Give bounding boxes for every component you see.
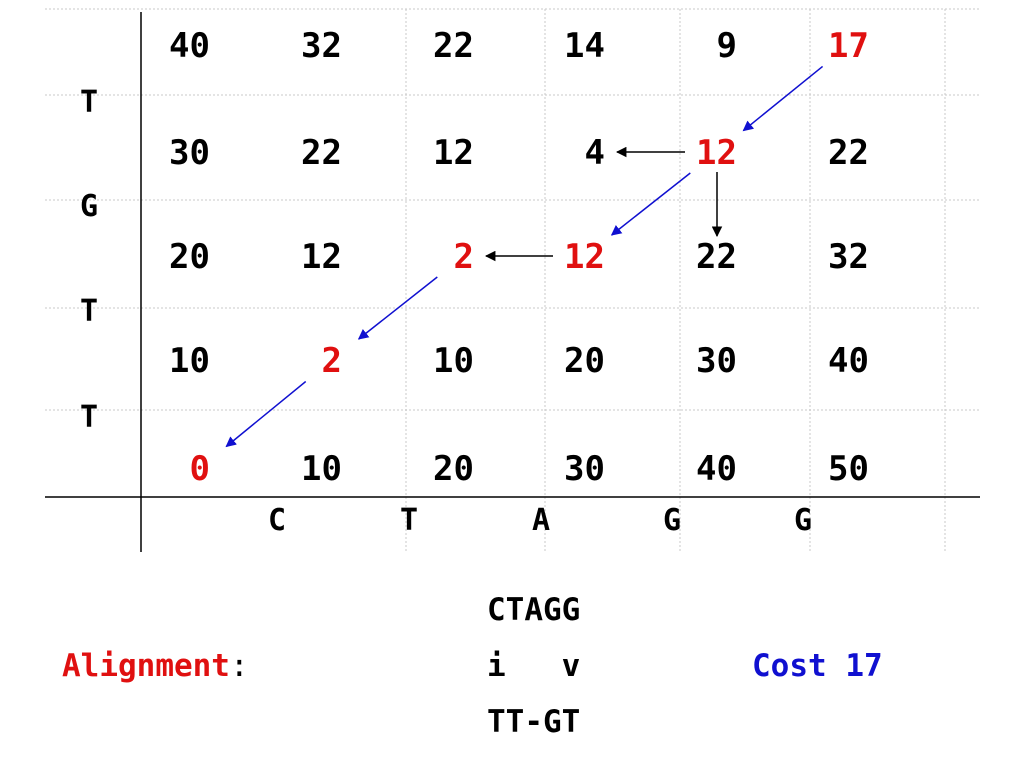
alignment-top-sequence: CTAGG <box>487 592 581 628</box>
matrix-cell-r4-c5: 50 <box>828 449 869 489</box>
col-label-0: C <box>268 503 287 538</box>
matrix-cell-r2-c4: 22 <box>696 237 737 277</box>
matrix-cell-r1-c2: 12 <box>433 133 474 173</box>
matrix-cell-r0-c3: 14 <box>564 26 605 66</box>
row-label-0: T <box>80 85 99 120</box>
alignment-label: Alignment: <box>62 651 249 682</box>
alignment-bottom-sequence: TT-GT <box>487 704 581 740</box>
matrix-cell-r3-c2: 10 <box>433 341 474 381</box>
matrix-cell-r1-c0: 30 <box>169 133 210 173</box>
col-label-1: T <box>400 503 419 538</box>
row-label-2: T <box>80 294 99 329</box>
matrix-cell-r3-c4: 30 <box>696 341 737 381</box>
row-label-1: G <box>80 189 99 224</box>
col-label-3: G <box>663 503 682 538</box>
matrix-cell-r1-c5: 22 <box>828 133 869 173</box>
traceback-arrow-3 <box>610 172 691 236</box>
matrix-cell-r3-c3: 20 <box>564 341 605 381</box>
matrix-cell-r2-c1: 12 <box>301 237 342 277</box>
alignment-cost: Cost 17 <box>752 648 883 684</box>
traceback-arrow-0 <box>742 65 824 132</box>
matrix-cell-r1-c1: 22 <box>301 133 342 173</box>
traceback-arrow-5 <box>357 276 438 340</box>
alignment-block: CTAGG i v TT-GT Alignment: Cost 17 <box>0 595 1024 755</box>
matrix-cell-r2-c5: 32 <box>828 237 869 277</box>
matrix-cell-r1-c3: 4 <box>584 133 605 173</box>
matrix-cell-r4-c0: 0 <box>189 449 210 489</box>
matrix-cell-r2-c3: 12 <box>564 237 605 277</box>
alignment-label-word: Alignment <box>62 648 230 684</box>
row-label-3: T <box>80 400 99 435</box>
matrix-cell-r3-c1: 2 <box>321 341 342 381</box>
matrix-cell-r0-c5: 17 <box>828 26 869 66</box>
traceback-arrow-6 <box>225 380 307 448</box>
matrix-cell-r3-c5: 40 <box>828 341 869 381</box>
matrix-cell-r2-c2: 2 <box>453 237 474 277</box>
matrix-cell-r0-c4: 9 <box>716 26 737 66</box>
arrow-layer <box>225 65 824 448</box>
matrix-cell-r0-c2: 22 <box>433 26 474 66</box>
matrix-cell-r2-c0: 20 <box>169 237 210 277</box>
grid-lines <box>45 8 980 552</box>
alignment-label-colon: : <box>229 648 249 684</box>
matrix-cell-r0-c0: 40 <box>169 26 210 66</box>
matrix-cell-r3-c0: 10 <box>169 341 210 381</box>
matrix-cell-r4-c3: 30 <box>564 449 605 489</box>
matrix-cell-r1-c4: 12 <box>696 133 737 173</box>
matrix-cell-r4-c2: 20 <box>433 449 474 489</box>
matrix-cell-r0-c1: 32 <box>301 26 342 66</box>
matrix-cell-r4-c4: 40 <box>696 449 737 489</box>
matrix-cell-r4-c1: 10 <box>301 449 342 489</box>
col-label-2: A <box>532 503 551 538</box>
alignment-operations: i v <box>487 648 581 684</box>
col-label-4: G <box>794 503 813 538</box>
